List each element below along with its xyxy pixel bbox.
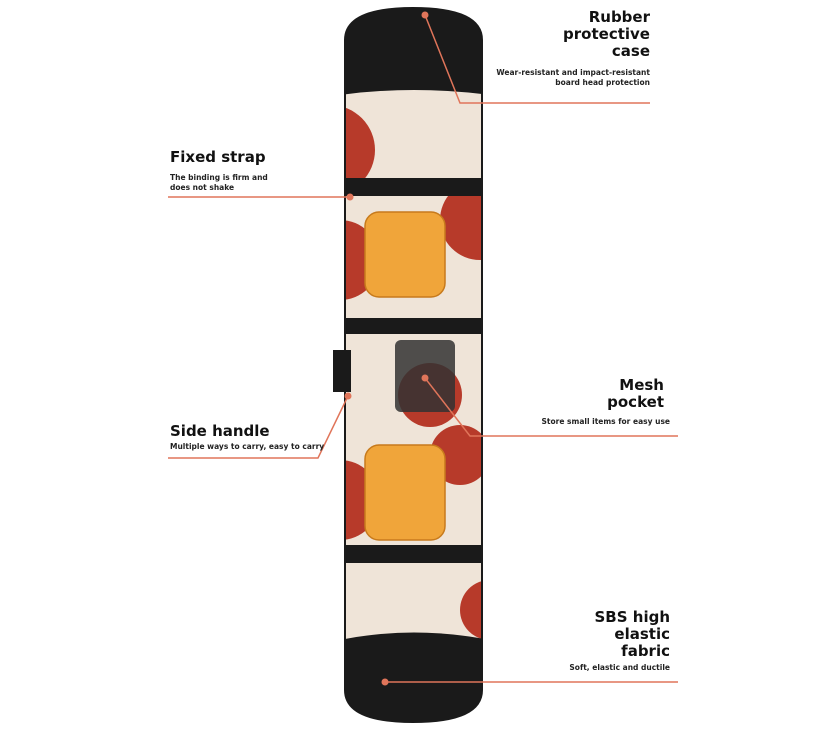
callout-desc-rubber-case: Wear-resistant and impact-resistant boar… bbox=[496, 68, 650, 88]
decor-circle bbox=[345, 220, 380, 300]
title-line: Mesh bbox=[619, 376, 664, 394]
callout-title-sbs-fabric: SBS high elastic fabric bbox=[595, 609, 671, 660]
callout-desc-side-handle: Multiple ways to carry, easy to carry bbox=[170, 442, 325, 451]
decor-circle bbox=[345, 105, 375, 195]
leader-lines bbox=[168, 14, 678, 683]
snowboard-bag bbox=[345, 8, 482, 722]
decor-circle bbox=[460, 580, 482, 640]
title-line: SBS high bbox=[594, 608, 671, 626]
callout-title-fixed-strap: Fixed strap bbox=[170, 148, 266, 166]
callout-title-rubber-case: Rubber protective case bbox=[563, 9, 650, 60]
desc-line: does not shake bbox=[170, 183, 235, 192]
callout-desc-sbs-fabric: Soft, elastic and ductile bbox=[569, 663, 670, 672]
callout-title-side-handle: Side handle bbox=[170, 422, 270, 440]
desc-line: Wear-resistant and impact-resistant bbox=[496, 68, 650, 77]
side-handle bbox=[333, 350, 351, 392]
callout-dots bbox=[344, 11, 429, 686]
rubber-case-top bbox=[345, 8, 482, 95]
strap bbox=[345, 545, 482, 563]
strap bbox=[345, 318, 482, 334]
title-line: case bbox=[611, 42, 650, 60]
title-line: Rubber bbox=[588, 8, 650, 26]
desc-line: The binding is firm and bbox=[170, 173, 268, 182]
strap bbox=[345, 178, 482, 196]
callout-title-mesh-pocket: Mesh pocket bbox=[607, 377, 664, 411]
decor-circle bbox=[440, 180, 482, 260]
decor-circle bbox=[345, 460, 380, 540]
binding bbox=[364, 211, 446, 541]
desc-line: board head protection bbox=[555, 78, 650, 87]
title-line: elastic bbox=[614, 625, 670, 643]
title-line: protective bbox=[563, 25, 650, 43]
rubber-case-bottom bbox=[345, 632, 482, 722]
callout-desc-fixed-strap: The binding is firm and does not shake bbox=[170, 173, 268, 193]
title-line: fabric bbox=[621, 642, 670, 660]
callout-desc-mesh-pocket: Store small items for easy use bbox=[541, 417, 671, 426]
title-line: pocket bbox=[607, 393, 664, 411]
